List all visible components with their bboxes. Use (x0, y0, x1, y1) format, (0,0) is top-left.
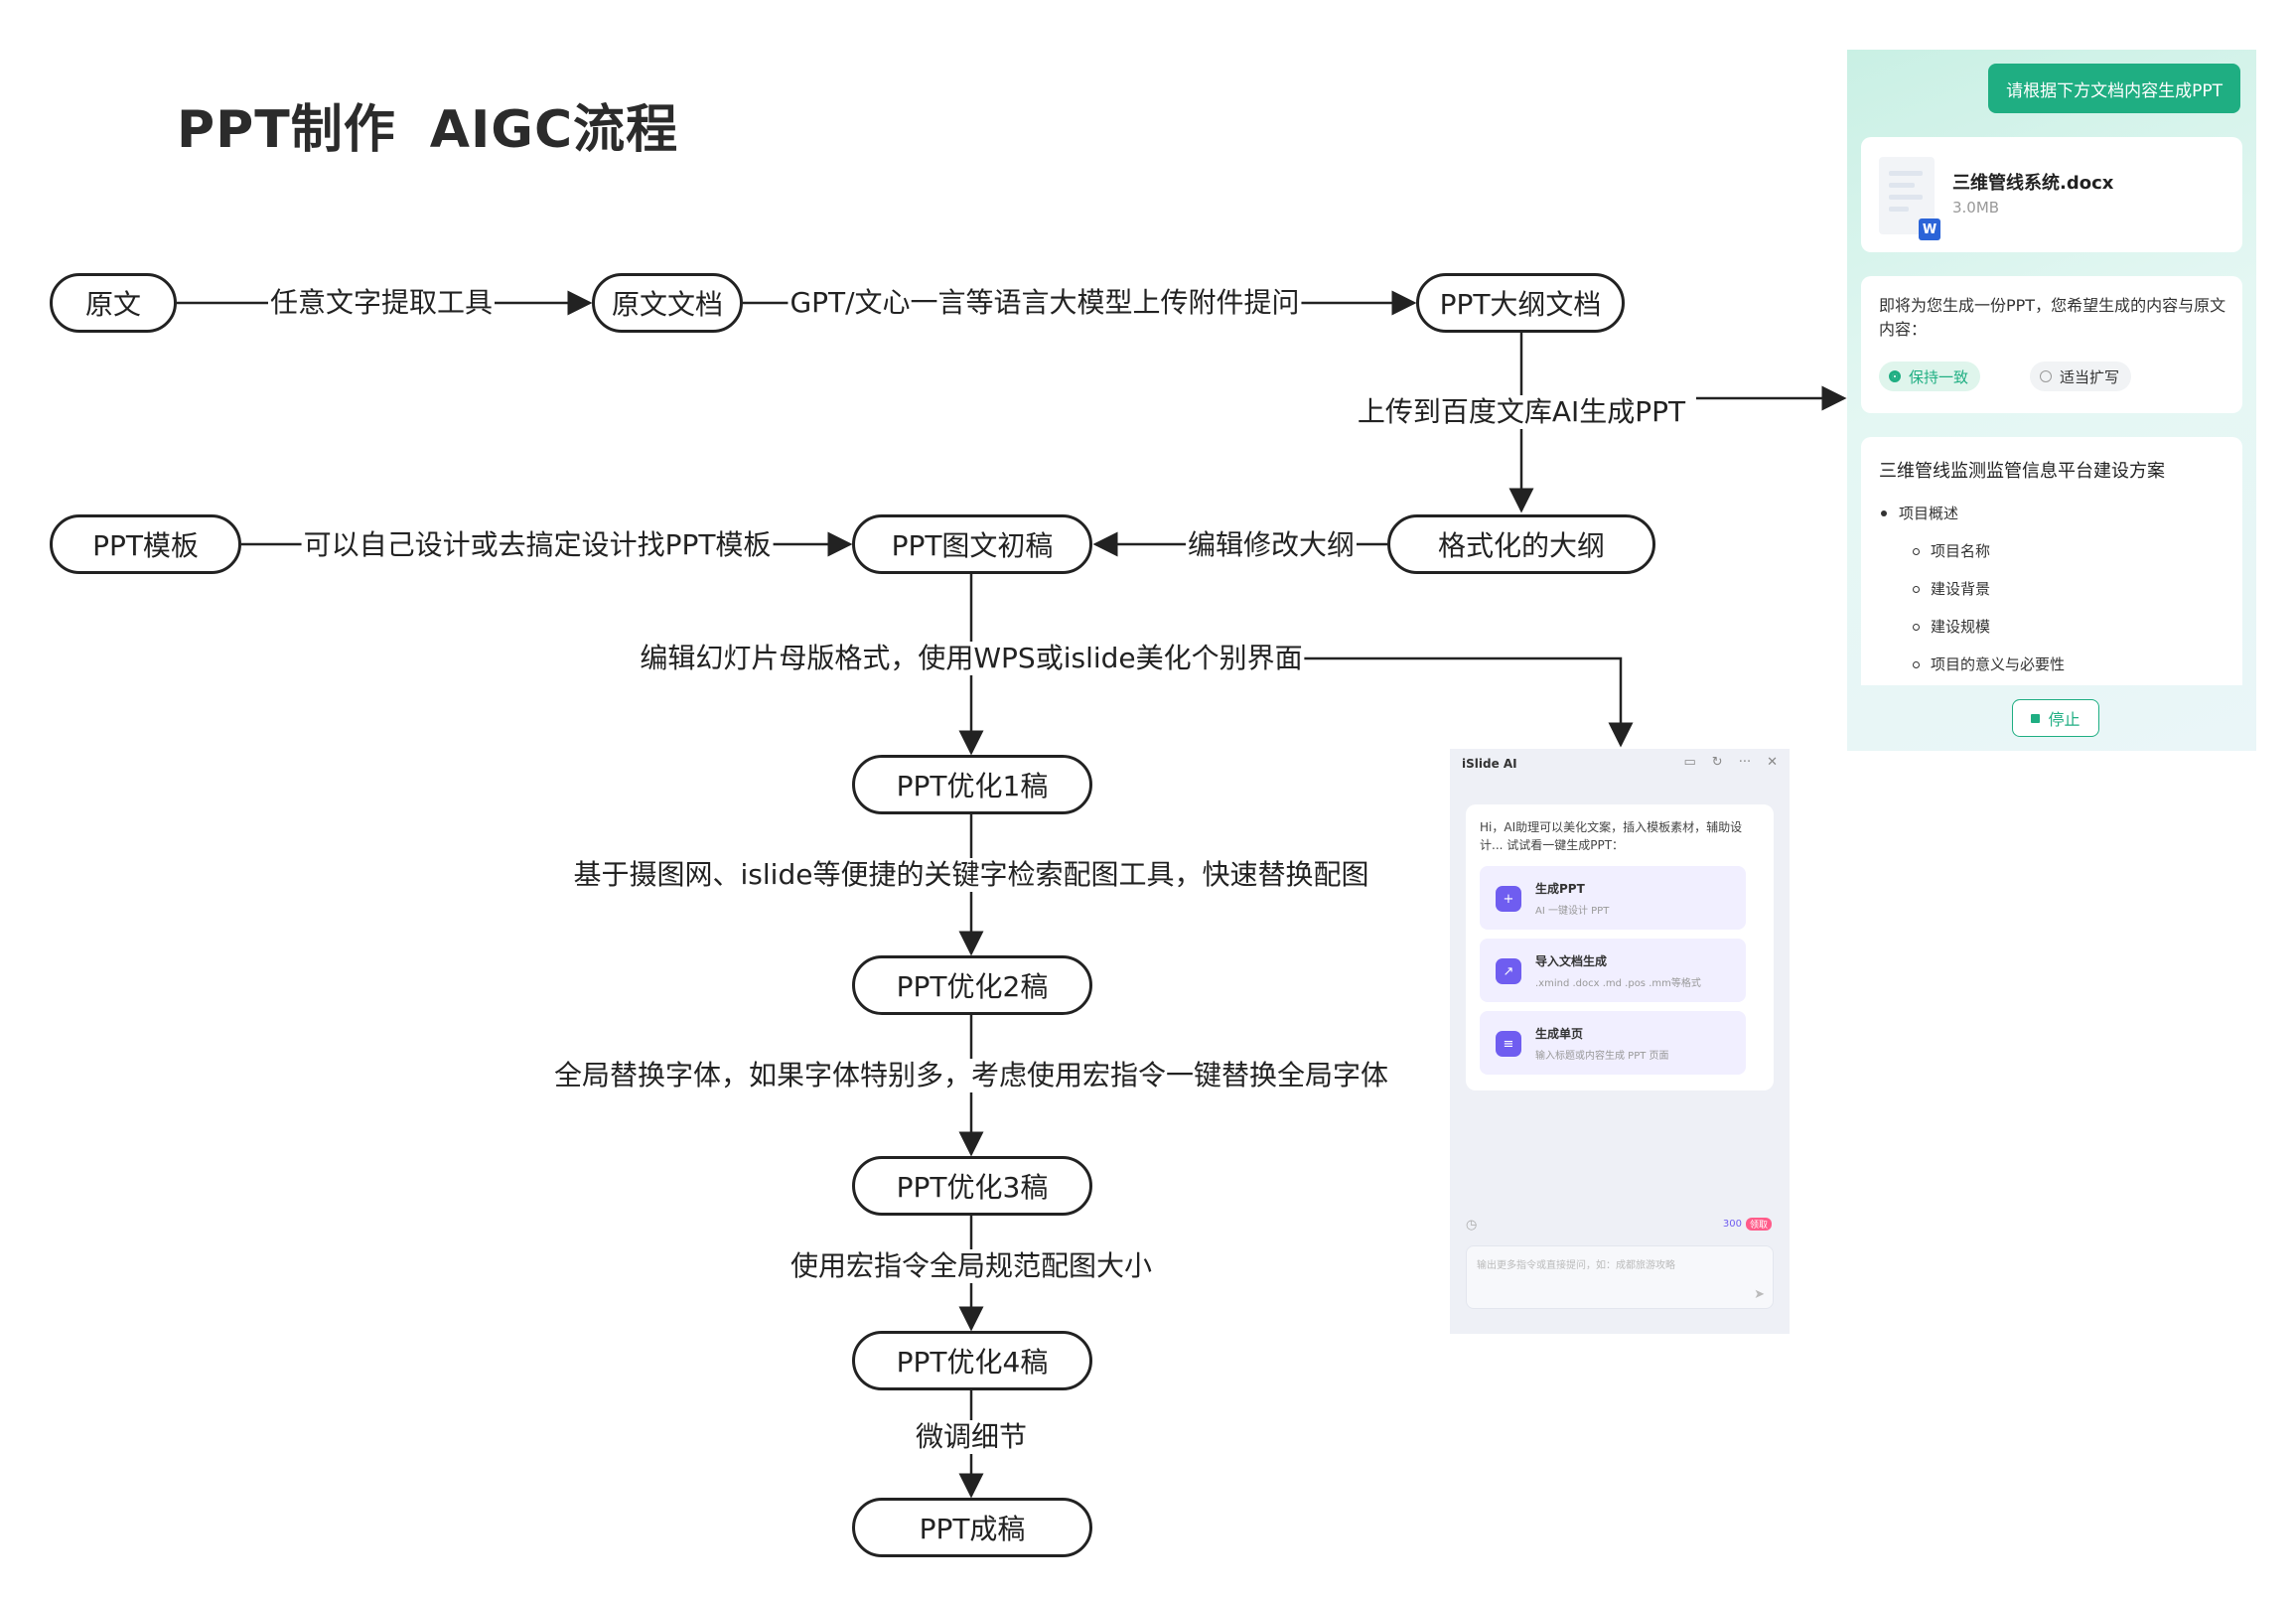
node-formatted-outline: 格式化的大纲 (1387, 514, 1655, 574)
refresh-icon[interactable]: ↻ (1711, 755, 1723, 770)
close-icon[interactable]: ✕ (1767, 755, 1778, 770)
import-icon: ↗ (1496, 958, 1521, 984)
option-question: 即将为您生成一份PPT，您希望生成的内容与原文内容： (1879, 296, 2226, 339)
file-name: 三维管线系统.docx (1952, 173, 2114, 194)
outline-title: 三维管线监测监管信息平台建设方案 (1879, 461, 2165, 482)
node-opt1: PPT优化1稿 (852, 755, 1092, 814)
radio-checked-icon (1889, 370, 1901, 382)
node-opt2: PPT优化2稿 (852, 955, 1092, 1015)
node-opt3: PPT优化3稿 (852, 1156, 1092, 1216)
option-keep-label: 保持一致 (1909, 367, 1969, 386)
islide-ai-panel: iSlide AI ▭ ↻ ··· ✕ Hi，AI助理可以美化文案，插入模板素材… (1450, 749, 1790, 1334)
node-ppt-draft: PPT图文初稿 (852, 514, 1092, 574)
file-size: 3.0MB (1952, 199, 2000, 217)
more-icon[interactable]: ··· (1738, 755, 1752, 770)
option-subtitle: 输入标题或内容生成 PPT 页面 (1535, 1051, 1669, 1062)
generate-ppt-button[interactable]: 请根据下方文档内容生成PPT (1988, 64, 2240, 113)
edge-label-10: 微调细节 (913, 1420, 1030, 1454)
history-icon[interactable]: ◷ (1466, 1218, 1478, 1233)
edge-label-3: 上传到百度文库AI生成PPT (1355, 395, 1688, 429)
option-title: 生成PPT (1535, 882, 1585, 896)
outline-item: 建设背景 (1912, 580, 1991, 598)
option-subtitle: .xmind .docx .md .pos .mm等格式 (1535, 978, 1701, 989)
send-icon[interactable]: ➤ (1754, 1287, 1765, 1302)
node-yuanwen: 原文 (50, 273, 177, 333)
islide-option-import-doc[interactable]: ↗ 导入文档生成 .xmind .docx .md .pos .mm等格式 (1480, 939, 1746, 1002)
islide-option-single-page[interactable]: ≡ 生成单页 输入标题或内容生成 PPT 页面 (1480, 1011, 1746, 1075)
title-part-2: AIGC流程 (429, 100, 679, 160)
ai-quota[interactable]: 300 领取 (1723, 1218, 1772, 1231)
edge-label-4: 可以自己设计或去搞定设计找PPT模板 (301, 528, 774, 562)
edge-label-5: 编辑修改大纲 (1185, 528, 1358, 562)
edge-label-2: GPT/文心一言等语言大模型上传附件提问 (788, 286, 1302, 320)
option-expand-label: 适当扩写 (2060, 367, 2120, 386)
page-title: PPT制作 AIGC流程 (177, 87, 678, 162)
outline-item: 项目的意义与必要性 (1912, 655, 2066, 673)
outline-item: 项目名称 (1912, 542, 1991, 560)
stop-icon (2031, 713, 2041, 723)
edge-label-8: 全局替换字体，如果字体特别多，考虑使用宏指令一键替换全局字体 (551, 1059, 1391, 1092)
node-ppt-outline-doc: PPT大纲文档 (1416, 273, 1625, 333)
node-opt4: PPT优化4稿 (852, 1331, 1092, 1390)
islide-option-generate-ppt[interactable]: + 生成PPT AI 一键设计 PPT (1480, 866, 1746, 930)
radio-unchecked-icon (2040, 370, 2052, 382)
file-card[interactable]: W 三维管线系统.docx 3.0MB (1861, 137, 2242, 252)
title-part-1: PPT制作 (177, 100, 396, 160)
word-badge-icon: W (1919, 218, 1940, 240)
option-title: 导入文档生成 (1535, 954, 1608, 968)
option-keep-radio[interactable]: 保持一致 (1879, 362, 1981, 391)
outline-item: 建设规模 (1912, 618, 1991, 636)
outline-item-l1: 项目概述 (1880, 505, 1959, 522)
stop-label: 停止 (2048, 710, 2081, 729)
islide-title: iSlide AI (1462, 757, 1517, 771)
edge-label-9: 使用宏指令全局规范配图大小 (788, 1249, 1155, 1283)
sparkle-icon: + (1496, 886, 1521, 912)
content-option-card: 即将为您生成一份PPT，您希望生成的内容与原文内容： 保持一致 适当扩写 (1861, 276, 2242, 413)
islide-prompt-input[interactable]: 输出更多指令或直接提问，如：成都旅游攻略 ➤ (1466, 1245, 1774, 1309)
node-yuanwen-doc: 原文文档 (592, 273, 743, 333)
word-file-icon: W (1879, 157, 1940, 240)
option-expand-radio[interactable]: 适当扩写 (2030, 362, 2132, 391)
ai-quota-tag: 领取 (1745, 1218, 1772, 1231)
node-ppt-template: PPT模板 (50, 514, 241, 574)
wenku-ai-panel: 请根据下方文档内容生成PPT W 三维管线系统.docx 3.0MB 即将为您生… (1847, 50, 2256, 751)
option-title: 生成单页 (1535, 1027, 1584, 1041)
node-final: PPT成稿 (852, 1498, 1092, 1557)
stop-button[interactable]: 停止 (2012, 699, 2099, 737)
islide-toolbar: ▭ ↻ ··· ✕ (1683, 755, 1778, 770)
edge-label-7: 基于摄图网、islide等便捷的关键字检索配图工具，快速替换配图 (571, 858, 1371, 892)
islide-welcome-card: Hi，AI助理可以美化文案，插入模板素材，辅助设计... 试试看一键生成PPT：… (1466, 804, 1774, 1090)
edge-label-6: 编辑幻灯片母版格式，使用WPS或islide美化个别界面 (638, 642, 1305, 675)
ai-quota-count: 300 (1722, 1219, 1742, 1230)
outline-preview: 三维管线监测监管信息平台建设方案 项目概述 项目名称 建设背景 建设规模 项目的… (1861, 437, 2242, 685)
edge-label-1: 任意文字提取工具 (267, 286, 496, 320)
islide-greeting: Hi，AI助理可以美化文案，插入模板素材，辅助设计... 试试看一键生成PPT： (1480, 820, 1743, 852)
dock-icon[interactable]: ▭ (1683, 755, 1696, 770)
option-subtitle: AI 一键设计 PPT (1535, 906, 1610, 917)
prompt-placeholder: 输出更多指令或直接提问，如：成都旅游攻略 (1477, 1260, 1675, 1271)
page-icon: ≡ (1496, 1031, 1521, 1057)
edge-line-6b (1299, 656, 1634, 748)
